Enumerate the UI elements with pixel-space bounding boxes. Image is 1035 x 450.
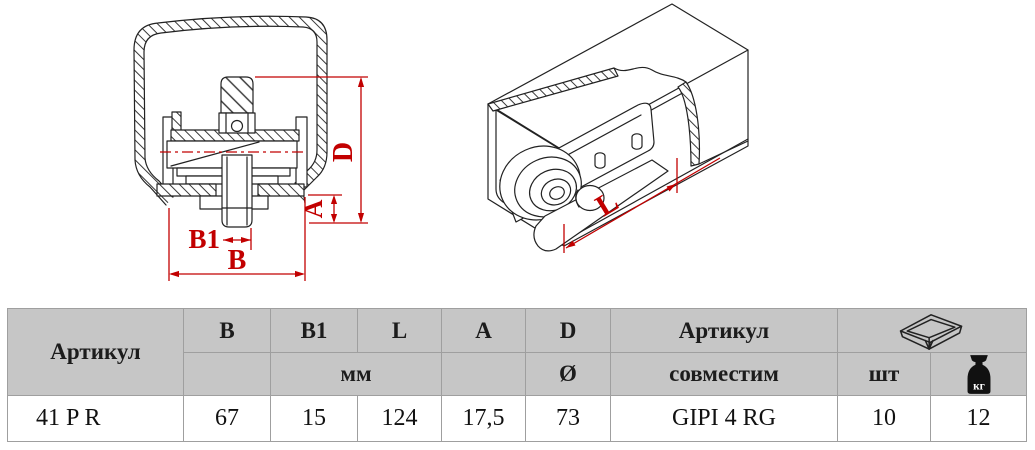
- value-article: 41 P R: [36, 405, 101, 431]
- trolley-peg: [594, 133, 643, 169]
- cut-wavy-edge: [613, 66, 687, 83]
- weight-icon-label: кг: [973, 380, 985, 392]
- header-package-cell: [837, 308, 1027, 353]
- roller-surface-line: [170, 141, 260, 167]
- cell-kg: 12: [930, 395, 1027, 442]
- cell-b: 67: [183, 395, 271, 442]
- bearing-block-hatch: [220, 76, 254, 114]
- cut-rim-right-hatch: [677, 81, 700, 167]
- spec-table: Артикул B B1 L A D Артикул: [7, 308, 1027, 442]
- dim-line-l: [565, 157, 721, 249]
- bracket-pin-side: [575, 189, 580, 208]
- value-a: 17,5: [462, 405, 505, 431]
- front-opening-inner-top: [495, 109, 559, 149]
- arrowhead: [357, 213, 365, 223]
- channel-outer-contour: [133, 15, 328, 206]
- header-compat-cell: Артикул: [610, 308, 838, 353]
- tube-near-top-edge: [487, 103, 565, 152]
- cell-l: 124: [357, 395, 442, 442]
- header-compat-line1: Артикул: [678, 317, 770, 343]
- dim-label-b1: B1: [188, 224, 220, 254]
- center-bolt: [221, 154, 253, 228]
- arrowhead: [357, 77, 365, 87]
- header-diameter-cell: Ø: [525, 352, 611, 396]
- arrowhead: [223, 237, 233, 243]
- header-compat2-cell: совместим: [610, 352, 838, 396]
- cell-b1: 15: [270, 395, 358, 442]
- header-a-unit-cell: [441, 352, 526, 396]
- arrowhead: [566, 240, 576, 248]
- diameter-symbol: Ø: [559, 361, 577, 386]
- bearing-ball: [230, 119, 244, 133]
- cell-pcs: 10: [837, 395, 931, 442]
- value-l: 124: [381, 405, 418, 431]
- value-kg: 12: [966, 405, 991, 431]
- header-b1-cell: B1: [270, 308, 358, 353]
- right-wall-inner-edge: [698, 140, 749, 165]
- cell-article: 41 P R: [7, 395, 184, 442]
- header-d-label: D: [559, 317, 577, 343]
- weight-kg-icon: кг: [967, 354, 990, 394]
- header-a-cell: A: [441, 308, 526, 353]
- header-b-cell: B: [183, 308, 271, 353]
- value-pcs: 10: [872, 405, 896, 431]
- channel-inner-contour: [143, 25, 318, 198]
- dim-label-b: B: [228, 245, 247, 276]
- value-d: 73: [556, 405, 580, 431]
- table-row: 41 P R 67 15 124 17,5 73 GIPI 4 RG 10: [7, 395, 1027, 442]
- arrowhead: [241, 237, 251, 243]
- bottom-lip-right-hatch: [257, 183, 305, 197]
- header-mm-cell: мм: [270, 352, 442, 396]
- header-a-label: A: [475, 317, 492, 343]
- header-pcs-label: шт: [868, 361, 900, 386]
- front-opening-inner: [495, 109, 522, 211]
- cut-rim-left-hatch: [487, 67, 619, 112]
- value-b: 67: [215, 405, 239, 431]
- bottom-lip-left-hatch: [156, 183, 217, 197]
- header-l-label: L: [391, 317, 408, 343]
- arrowhead: [169, 270, 179, 278]
- header-b1-label: B1: [300, 317, 328, 343]
- header-b-unit-cell: [183, 352, 271, 396]
- value-compat: GIPI 4 RG: [671, 405, 776, 431]
- arrowhead: [295, 270, 305, 278]
- iso-view-drawing: L: [487, 3, 749, 253]
- value-b1: 15: [302, 405, 326, 431]
- header-compat-line2: совместим: [669, 361, 779, 386]
- roller-wheel-axle: [549, 186, 565, 200]
- header-l-cell: L: [357, 308, 442, 353]
- header-kg-cell: кг: [930, 352, 1027, 396]
- front-view-drawing: B1 B A D: [133, 15, 368, 281]
- roller-wheel-hub: [540, 178, 572, 206]
- cell-compat: GIPI 4 RG: [610, 395, 838, 442]
- header-b-label: B: [219, 317, 235, 343]
- cell-d: 73: [525, 395, 611, 442]
- cell-a: 17,5: [441, 395, 526, 442]
- header-d-cell: D: [525, 308, 611, 353]
- arrowhead: [666, 184, 676, 192]
- package-box-icon: [899, 313, 963, 350]
- header-article-cell: Артикул: [7, 308, 184, 396]
- header-article-label: Артикул: [50, 339, 141, 364]
- dim-label-d: D: [328, 142, 359, 162]
- arrowhead: [330, 214, 338, 223]
- dim-label-a: A: [299, 199, 328, 218]
- header-pcs-cell: шт: [837, 352, 931, 396]
- header-mm-label: мм: [340, 361, 372, 386]
- arrowhead: [330, 195, 338, 204]
